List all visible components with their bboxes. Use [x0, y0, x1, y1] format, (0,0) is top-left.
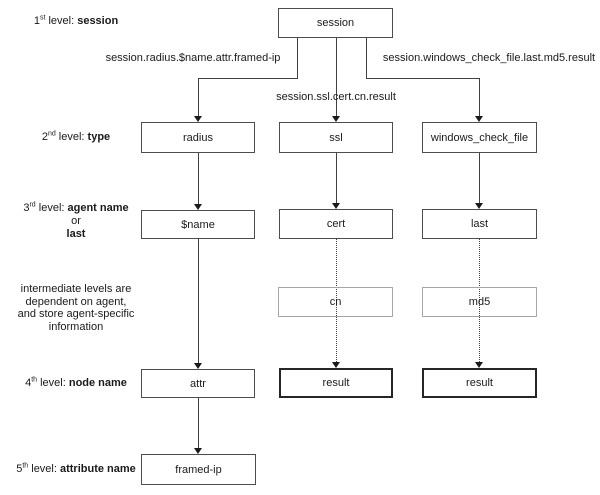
node-framed-ip: framed-ip: [141, 454, 256, 485]
arrowhead-last: [475, 203, 483, 209]
level-3-or: or: [71, 215, 81, 227]
node-name-variable: $name: [141, 210, 255, 239]
intermediate-note-line-3: and store agent-specific: [17, 308, 135, 320]
node-attr: attr: [141, 369, 255, 398]
edge-ssl-cert: [336, 153, 337, 203]
level-4-number: 4: [25, 377, 32, 389]
arrowhead-cert: [332, 203, 340, 209]
edge-radius-name: [198, 153, 199, 204]
edge-cert-cn-result-dotted: [336, 239, 337, 362]
node-cn: cn: [278, 287, 393, 317]
level-5-label: 5th level: attribute name: [0, 462, 152, 476]
level-3-line-1: 3rd level: agent name: [0, 201, 152, 215]
intermediate-note-line-4: information: [48, 320, 104, 333]
arrowhead-wcf: [475, 116, 483, 122]
edge-session-right-stub: [366, 38, 367, 78]
level-4-ordinal: th: [31, 376, 38, 384]
level-1-ordinal: st: [39, 14, 46, 22]
edge-session-wcf-horizontal: [366, 78, 479, 79]
node-session: session: [278, 8, 393, 38]
level-1-text: level:: [45, 15, 78, 27]
edge-session-left-stub: [297, 38, 298, 78]
node-result-wcf: result: [422, 368, 537, 398]
edge-name-attr: [198, 239, 199, 363]
arrowhead-attr: [194, 363, 202, 369]
node-last: last: [422, 209, 537, 239]
arrowhead-result-ssl: [332, 362, 340, 368]
level-5-text: level:: [28, 463, 60, 475]
level-1-label: 1st level: session: [0, 14, 152, 28]
arrowhead-radius: [194, 116, 202, 122]
edge-last-md5-result-dotted: [479, 239, 480, 362]
edge-session-ssl: [336, 38, 337, 116]
node-windows-check-file: windows_check_file: [422, 122, 537, 153]
node-result-ssl: result: [279, 368, 393, 398]
level-3-keyword: agent name: [67, 202, 129, 214]
level-4-text: level:: [37, 377, 69, 389]
level-2-label: 2nd level: type: [0, 130, 152, 144]
edge-session-radius-horizontal: [198, 78, 298, 79]
arrowhead-result-wcf: [475, 362, 483, 368]
edge-wcf-last: [479, 153, 480, 203]
arrowhead-ssl: [332, 116, 340, 122]
level-5-number: 5: [16, 463, 23, 475]
arrowhead-name: [194, 204, 202, 210]
level-3-keyword-last: last: [66, 228, 86, 240]
level-4-keyword: node name: [68, 377, 127, 389]
level-1-keyword: session: [77, 15, 119, 27]
level-2-number: 2: [41, 131, 48, 143]
arrowhead-framedip: [194, 448, 202, 454]
level-2-text: level:: [55, 131, 88, 143]
node-md5: md5: [422, 287, 537, 317]
ssl-path-label: session.ssl.cert.cn.result: [276, 91, 396, 103]
level-4-label: 4th level: node name: [0, 376, 152, 390]
level-2-keyword: type: [87, 131, 111, 143]
node-radius: radius: [141, 122, 255, 153]
intermediate-note-line-2: dependent on agent,: [25, 295, 127, 308]
radius-path-label: session.radius.$name.attr.framed-ip: [105, 52, 281, 64]
node-ssl: ssl: [279, 122, 393, 153]
level-2-ordinal: nd: [47, 130, 56, 138]
level-3-number: 3: [23, 202, 30, 214]
intermediate-note: intermediate levels are dependent on age…: [0, 283, 152, 333]
edge-session-radius-vertical: [198, 78, 199, 116]
edge-session-wcf-vertical: [479, 78, 480, 116]
level-3-label: 3rd level: agent name or last: [0, 201, 152, 241]
level-5-keyword: attribute name: [59, 463, 136, 475]
level-3-text: level:: [35, 202, 68, 214]
edge-attr-framedip: [198, 398, 199, 448]
node-cert: cert: [279, 209, 393, 239]
level-3-ordinal: rd: [29, 201, 36, 209]
windows-check-file-path-label: session.windows_check_file.last.md5.resu…: [382, 52, 596, 64]
level-1-number: 1: [33, 15, 40, 27]
level-5-ordinal: th: [22, 462, 29, 470]
intermediate-note-line-1: intermediate levels are: [20, 283, 132, 295]
